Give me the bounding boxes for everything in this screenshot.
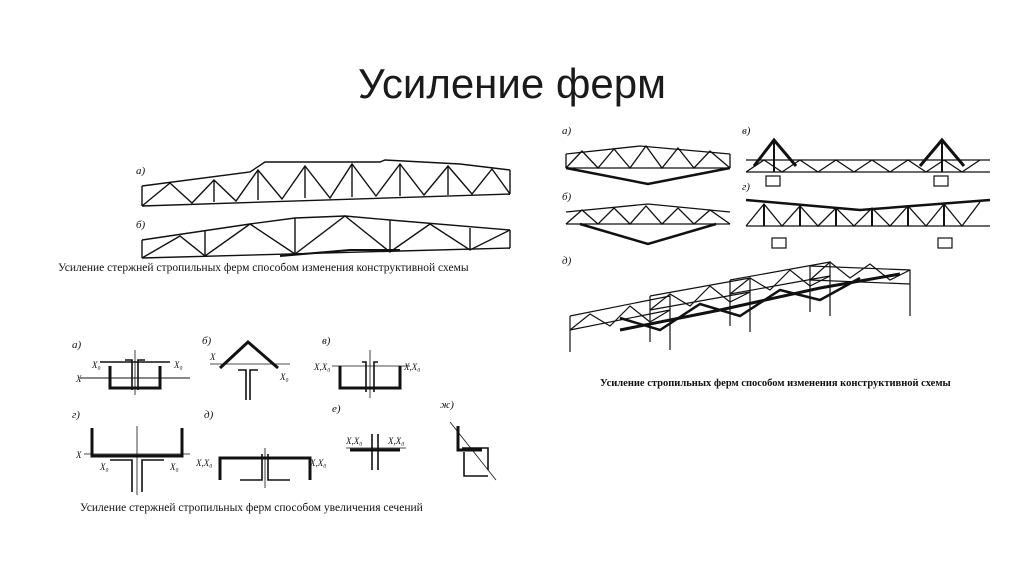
section-v xyxy=(332,350,410,398)
right-truss-figure: а) б) в) г) xyxy=(562,125,991,352)
label-a: а) xyxy=(136,165,146,177)
section-a xyxy=(80,350,190,395)
section-zh xyxy=(449,421,497,481)
axis-x: X xyxy=(75,374,82,384)
left-bottom-sections-figure: а) X X₀ X₀ б) X X₀ в) X,X₀ X,X₀ г) X X₀ xyxy=(72,335,497,495)
right-truss-v xyxy=(745,137,990,187)
section-e xyxy=(346,434,406,470)
section-label-v: в) xyxy=(322,335,331,347)
label-b: б) xyxy=(136,219,146,231)
left-top-truss-figure: а) б) xyxy=(136,159,511,259)
section-label-g: г) xyxy=(72,409,80,421)
truss-a xyxy=(141,159,511,207)
right-label-d: д) xyxy=(562,255,572,267)
axis-xx0-e-left: X,X₀ xyxy=(345,436,362,446)
right-label-g: г) xyxy=(742,181,750,193)
axis-xx0-v-left: X,X₀ xyxy=(313,362,330,372)
axis-x0-right: X₀ xyxy=(173,360,183,370)
section-label-zh: ж) xyxy=(440,399,454,411)
axis-x0-g-left: X₀ xyxy=(99,462,109,472)
left-bottom-caption: Усиление стержней стропильных ферм спосо… xyxy=(80,502,423,514)
section-label-a: а) xyxy=(72,339,82,351)
axis-xx0-d-left: X,X₀ xyxy=(195,458,212,468)
axis-x0: X₀ xyxy=(91,360,101,370)
section-label-b: б) xyxy=(202,335,212,347)
right-label-v: в) xyxy=(742,125,751,137)
section-g xyxy=(84,426,190,495)
truss-b xyxy=(141,215,511,259)
right-truss-d-3d xyxy=(569,261,911,352)
right-truss-a xyxy=(565,144,731,186)
section-label-d: д) xyxy=(204,409,214,421)
right-label-b: б) xyxy=(562,191,572,203)
section-b xyxy=(210,339,290,400)
right-truss-g xyxy=(745,198,991,249)
axis-x-b: X xyxy=(209,352,216,362)
section-d xyxy=(218,448,312,488)
slide-title: Усиление ферм xyxy=(357,60,667,107)
left-top-caption: Усиление стержней стропильных ферм спосо… xyxy=(58,262,469,274)
right-caption: Усиление стропильных ферм способом измен… xyxy=(600,378,951,389)
axis-xx0-v-right: X,X₀ xyxy=(403,362,420,372)
right-label-a: а) xyxy=(562,125,572,137)
section-label-e: е) xyxy=(332,403,341,415)
axis-x0-g-right: X₀ xyxy=(169,462,179,472)
axis-xx0-d-right: X,X₀ xyxy=(309,458,326,468)
axis-x-g: X xyxy=(75,450,82,460)
axis-xx0-e-right: X,X₀ xyxy=(387,436,404,446)
axis-x0-b: X₀ xyxy=(279,372,289,382)
right-truss-b xyxy=(565,203,731,246)
